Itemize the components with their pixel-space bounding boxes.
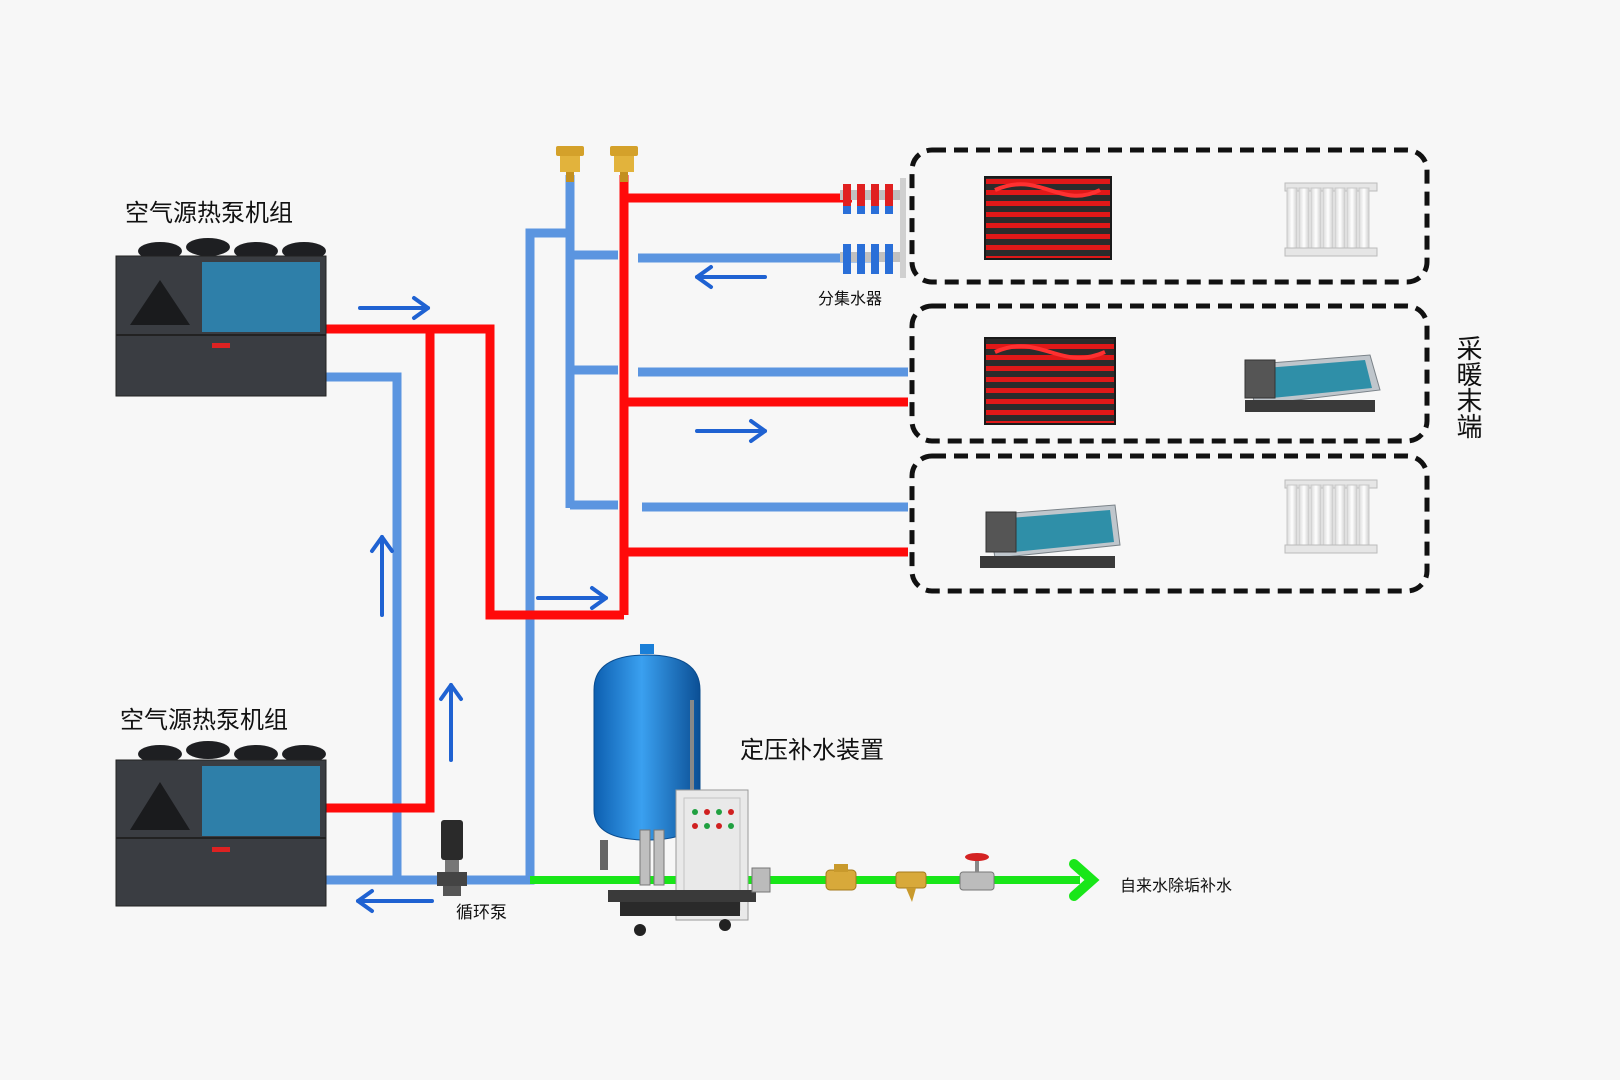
return-pipes <box>326 175 908 885</box>
heat-pump-unit-icon <box>115 741 327 907</box>
flow-arrow-up-left <box>370 535 394 617</box>
flow-arrow-right-1 <box>358 296 430 320</box>
makeup-pumps-icon <box>608 829 771 936</box>
floor-heating-coil-icon <box>984 337 1116 425</box>
circulation-pump-label: 循环泵 <box>456 903 507 923</box>
terminal-boxes <box>909 147 1430 594</box>
flow-arrows <box>356 265 767 913</box>
pressure-makeup-label: 定压补水装置 <box>740 736 884 764</box>
city-water-makeup-label: 自来水除垢补水 <box>1120 876 1233 895</box>
heating-terminal-label: 采暖末端 <box>1452 335 1482 439</box>
radiator-icon <box>1284 479 1378 554</box>
air-vent-valve-icon <box>556 146 638 182</box>
supply-pipe-unit2 <box>326 329 435 813</box>
supply-pipe-unit1 <box>326 324 624 620</box>
flow-arrow-left-bottom <box>356 889 434 913</box>
circulation-pump-icon <box>437 820 467 896</box>
heat-pump-unit-2-label: 空气源热泵机组 <box>120 706 288 734</box>
supply-pipes <box>326 175 908 813</box>
terminal-group-2 <box>909 303 1430 444</box>
gate-valve-icon <box>959 853 995 891</box>
heat-pump-unit-1-label: 空气源热泵机组 <box>125 199 293 227</box>
return-pipe-unit1 <box>326 372 402 880</box>
flow-arrow-right-mid <box>695 419 767 443</box>
return-main-riser <box>525 228 570 630</box>
floor-heating-coil-icon <box>984 176 1112 260</box>
terminal-group-1 <box>909 147 1430 285</box>
flow-arrow-right-bottom <box>536 586 608 610</box>
terminal-group-3 <box>909 453 1430 594</box>
heat-pump-unit-icon <box>115 238 327 397</box>
flow-arrow-up-right <box>439 683 463 762</box>
flow-arrow-left-top <box>695 265 767 289</box>
radiator-icon <box>1284 182 1378 257</box>
fan-coil-unit-icon <box>980 504 1121 568</box>
fan-coil-unit-icon <box>1244 354 1381 412</box>
check-valve-icon <box>825 864 857 891</box>
manifold-label: 分集水器 <box>818 289 883 308</box>
manifold-icon <box>840 178 906 278</box>
y-strainer-icon <box>895 871 927 902</box>
